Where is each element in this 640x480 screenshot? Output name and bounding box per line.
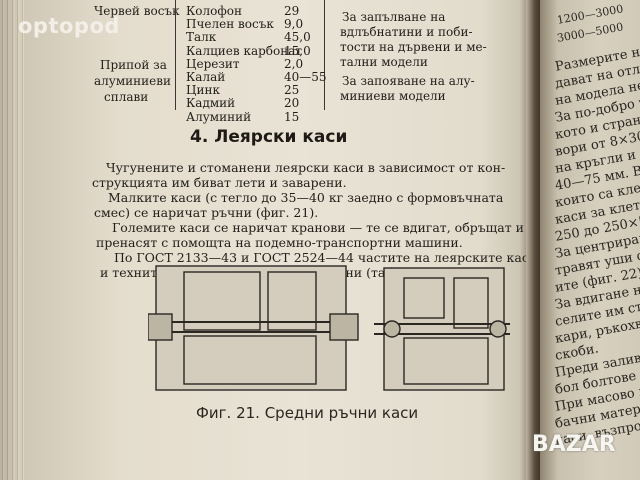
table-item-value: 2,0 — [284, 56, 304, 71]
table-use-text: тални модели — [340, 55, 428, 69]
figure-caption: Фиг. 21. Средни ръчни каси — [196, 404, 419, 422]
table-item-value: 9,0 — [284, 17, 304, 32]
paragraph-line: струкцията им биват лети и заварени. — [92, 175, 347, 190]
table-item-value: 15,0 — [284, 43, 311, 58]
table-divider — [324, 0, 325, 110]
table-item-value: 29 — [284, 4, 300, 18]
table-item-name: Талк — [186, 30, 217, 45]
table-item-value: 20 — [284, 96, 300, 111]
table-item-name: Колофон — [186, 4, 242, 18]
table-item-value: 15 — [284, 109, 300, 124]
table-row-label: алуминиеви — [94, 74, 172, 88]
paragraph-line: Чугунените и стоманени леярски каси в за… — [106, 160, 506, 175]
section-title: 4. Леярски каси — [190, 127, 348, 147]
book-page: Червей восък Припой за алуминиеви сплави… — [24, 0, 537, 480]
table-row-label: сплави — [104, 90, 149, 104]
bazar-logo: BAZAR — [532, 432, 616, 457]
table-item-name: Алуминий — [186, 109, 252, 124]
right-page: 1200—3000 3000—5000 Размерите на касидав… — [540, 0, 640, 480]
paragraph-line: По ГОСТ 2133—43 и ГОСТ 2524—44 частите н… — [114, 250, 538, 265]
table-use-text: миниеви модели — [340, 89, 446, 103]
table-item-name: Калциев карбонат — [186, 43, 303, 58]
page-stack-edge — [0, 0, 24, 480]
table-use-text: тости на дървени и ме- — [340, 40, 487, 54]
table-item-name: Цинк — [186, 83, 220, 98]
table-item-name: Калай — [186, 70, 226, 84]
table-item-name: Кадмий — [186, 96, 236, 111]
table-use-text: За запояване на алу- — [342, 74, 475, 88]
table-use-text: вдлъбнатини и поби- — [340, 25, 473, 39]
table-divider — [175, 0, 176, 110]
table-item-value: 40—55 — [284, 70, 327, 84]
paragraph-line: смес) се наричат ръчни (фиг. 21). — [94, 205, 319, 220]
paragraph-line: пренасят с помощта на подемно-транспортн… — [96, 235, 463, 250]
table-row-label: Припой за — [100, 58, 167, 72]
table-use-text: За запълване на — [342, 10, 446, 24]
table-row-label: Червей восък — [94, 4, 180, 18]
paragraph-line: Големите каси се наричат кранови — те се… — [112, 220, 524, 235]
watermark-logo: optopod — [18, 14, 120, 38]
table-item-value: 25 — [284, 83, 300, 98]
table-item-name: Пчелен восък — [186, 17, 274, 32]
paragraph-line: Малките каси (с тегло до 35—40 кг заедно… — [108, 190, 504, 205]
table-item-name: Церезит — [186, 56, 240, 71]
figure-drawing — [148, 265, 510, 391]
table-item-value: 45,0 — [284, 30, 311, 45]
